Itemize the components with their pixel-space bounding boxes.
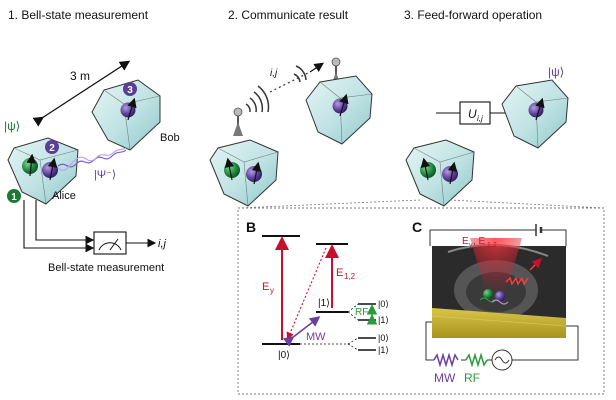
antenna-right-tip <box>331 57 341 67</box>
label-rf: RF <box>355 307 368 318</box>
qubit-1-badge <box>7 189 21 203</box>
bsm-caption: Bell-state measurement <box>48 262 164 274</box>
label-nuc-0-upper: |0⟩ <box>378 299 389 309</box>
meter-needle <box>109 238 119 251</box>
panel-b-energy-levels: B E y E 1,2 MW |1⟩ |0⟩ |0⟩ |1⟩ RF <box>246 219 389 361</box>
label-rf-source: RF <box>464 371 480 385</box>
heading-step2: 2. Communicate result <box>228 8 349 22</box>
qubit-2-number: 2 <box>49 143 55 154</box>
label-lasers-mid: , E <box>473 236 486 247</box>
circuit-top-left <box>429 229 536 246</box>
section-communicate: i,j <box>209 57 373 207</box>
bell-state-label: |Ψ⁻⟩ <box>94 169 116 181</box>
device-qubit-purple <box>495 291 505 301</box>
output-state-label: |ψ⟩ <box>548 65 564 79</box>
label-ey-sub: y <box>270 286 274 295</box>
bob-qubit-step3 <box>528 102 544 118</box>
meter-dial <box>98 242 122 251</box>
alice-label: Alice <box>52 190 76 202</box>
circuit-bottom-right <box>512 325 579 361</box>
circuit-top-right <box>541 229 567 246</box>
panel-c-device: C E y , E 1,2 <box>412 219 579 385</box>
wire-qubit-1 <box>23 200 95 253</box>
signal-label: i,j <box>270 68 278 79</box>
alice-diamond-step2 <box>209 139 279 207</box>
distance-label: 3 m <box>70 69 90 83</box>
circuit-bottom-left <box>425 321 434 361</box>
label-ey: E <box>262 281 269 293</box>
panel-b-letter: B <box>246 219 256 235</box>
zoom-line-left <box>237 199 421 209</box>
label-mw: MW <box>306 331 326 343</box>
zoom-line-right <box>449 199 605 209</box>
distance-arrow <box>32 60 131 127</box>
bob-qubit <box>120 102 136 118</box>
heading-step1: 1. Bell-state measurement <box>8 8 149 22</box>
bob-qubit-step2 <box>332 98 348 114</box>
device-qubit-green <box>483 289 493 299</box>
heading-step3: 3. Feed-forward operation <box>404 8 542 22</box>
qubit-3-number: 3 <box>127 85 133 96</box>
label-lasers-sub1: y <box>469 242 473 249</box>
alice-qubit-2-step3 <box>442 166 458 182</box>
wire-qubit-2 <box>35 200 95 245</box>
alice-qubit-2 <box>42 162 58 178</box>
input-state-label: |ψ⟩ <box>4 119 20 133</box>
label-e12-sub: 1,2 <box>344 272 356 281</box>
label-nuc-0-lower: |0⟩ <box>378 333 389 343</box>
stripline <box>432 308 566 338</box>
emitted-photon <box>505 276 529 286</box>
alice-qubit-1-step2 <box>224 162 240 178</box>
qubit-1-number: 1 <box>11 192 17 203</box>
label-lasers: E <box>462 236 469 247</box>
unitary-label: U <box>468 107 477 121</box>
qubit-3-badge <box>123 82 137 96</box>
qubit-2-badge <box>45 140 59 154</box>
alice-qubit-2-step2 <box>246 166 262 182</box>
section-bell-state-measurement: 3 m |ψ⟩ 3 Bob 2 1 Alice |Ψ⁻⟩ <box>4 60 180 274</box>
alice-diamond-step3 <box>405 139 475 207</box>
section-feed-forward: |ψ⟩ U i,j <box>237 65 605 209</box>
entanglement-link-b <box>57 147 127 171</box>
label-ket0: |0⟩ <box>278 350 290 361</box>
bob-label: Bob <box>160 132 180 144</box>
antenna-left-tip <box>233 107 243 117</box>
unitary-subscript: i,j <box>477 114 483 123</box>
antenna-left-base <box>233 122 243 136</box>
mw-source-icon <box>433 352 459 368</box>
label-lasers-sub2: 1,2 <box>487 242 497 249</box>
label-nuc-1-lower: |1⟩ <box>378 345 389 355</box>
panel-c-letter: C <box>412 219 422 235</box>
alice-qubit-1-step3 <box>420 162 436 178</box>
label-e12: E <box>336 267 343 279</box>
label-nuc-1-upper: |1⟩ <box>378 315 389 325</box>
label-mw-source: MW <box>434 371 456 385</box>
transition-mw <box>282 316 321 347</box>
rf-source-icon <box>465 352 488 368</box>
label-ket1: |1⟩ <box>318 298 330 309</box>
meter-output-label: i,j <box>158 238 167 250</box>
